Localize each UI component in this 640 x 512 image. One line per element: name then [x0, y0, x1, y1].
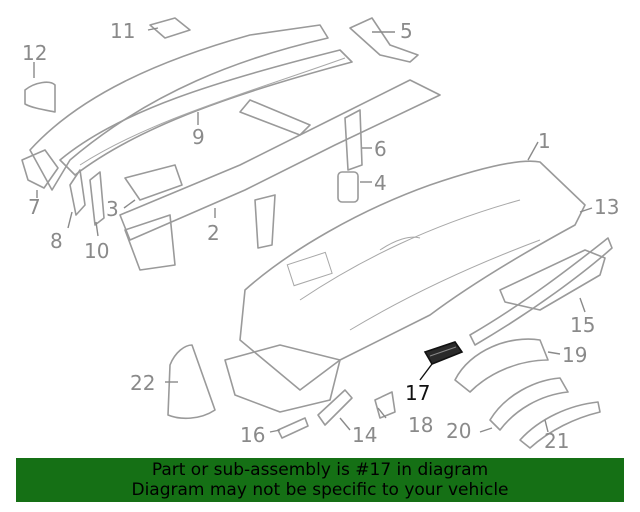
- callout-12: 12: [22, 41, 47, 65]
- part-15-panel: [499, 249, 606, 311]
- part-upper-dash-panel: [29, 17, 329, 191]
- banner-line-part: Part or sub-assembly is #17 in diagram: [151, 460, 489, 480]
- callout-6: 6: [374, 137, 387, 161]
- part-2-cross-car-beam: [119, 79, 441, 271]
- part-22-side-panel: [167, 344, 216, 420]
- part-10-support: [89, 171, 105, 226]
- parts-diagram: 11 12 5 9 6 1 4 7 3 2 8 10 13 15 19 17 2…: [21, 17, 619, 453]
- leader-lines: [33, 27, 593, 433]
- callout-8: 8: [50, 229, 63, 253]
- callout-14: 14: [352, 423, 377, 447]
- part-5-bracket: [349, 17, 419, 63]
- callout-22: 22: [130, 371, 155, 395]
- part-17-highlighted: [423, 341, 464, 365]
- part-18-bracket: [374, 391, 396, 419]
- callout-11: 11: [110, 19, 135, 43]
- part-lower-knee-bolster: [224, 344, 341, 413]
- callout-4: 4: [374, 171, 387, 195]
- banner-line-disclaimer: Diagram may not be specific to your vehi…: [131, 480, 509, 500]
- callout-10: 10: [84, 239, 109, 263]
- part-9-trim-strip: [59, 49, 353, 176]
- callout-18: 18: [408, 413, 433, 437]
- callout-3: 3: [106, 197, 119, 221]
- part-4-plate: [337, 171, 359, 203]
- callout-19: 19: [562, 343, 587, 367]
- callout-15: 15: [570, 313, 595, 337]
- part-14-trim: [317, 389, 353, 426]
- callout-2: 2: [207, 221, 220, 245]
- part-6-bracket: [344, 109, 363, 171]
- part-21-bezel: [519, 401, 601, 449]
- part-20-bezel: [489, 377, 569, 431]
- callout-9: 9: [192, 125, 205, 149]
- part-3-bracket: [124, 164, 183, 201]
- callout-1: 1: [538, 129, 551, 153]
- part-1-instrument-panel: [239, 160, 586, 391]
- callout-7: 7: [28, 195, 41, 219]
- callout-labels: 11 12 5 9 6 1 4 7 3 2 8 10 13 15 19 17 2…: [22, 19, 619, 453]
- part-13-trim: [469, 237, 613, 346]
- callout-13: 13: [594, 195, 619, 219]
- part-19-cluster-bezel: [454, 338, 549, 393]
- info-banner: Part or sub-assembly is #17 in diagram D…: [16, 458, 624, 502]
- callout-20: 20: [446, 419, 471, 443]
- part-8-support: [69, 169, 86, 216]
- part-7-side-bracket: [21, 149, 59, 189]
- part-12-end-cap: [24, 81, 56, 113]
- callout-17-highlighted: 17: [405, 381, 430, 405]
- part-16-clip: [277, 417, 309, 439]
- callout-16: 16: [240, 423, 265, 447]
- callout-5: 5: [400, 19, 413, 43]
- callout-21: 21: [544, 429, 569, 453]
